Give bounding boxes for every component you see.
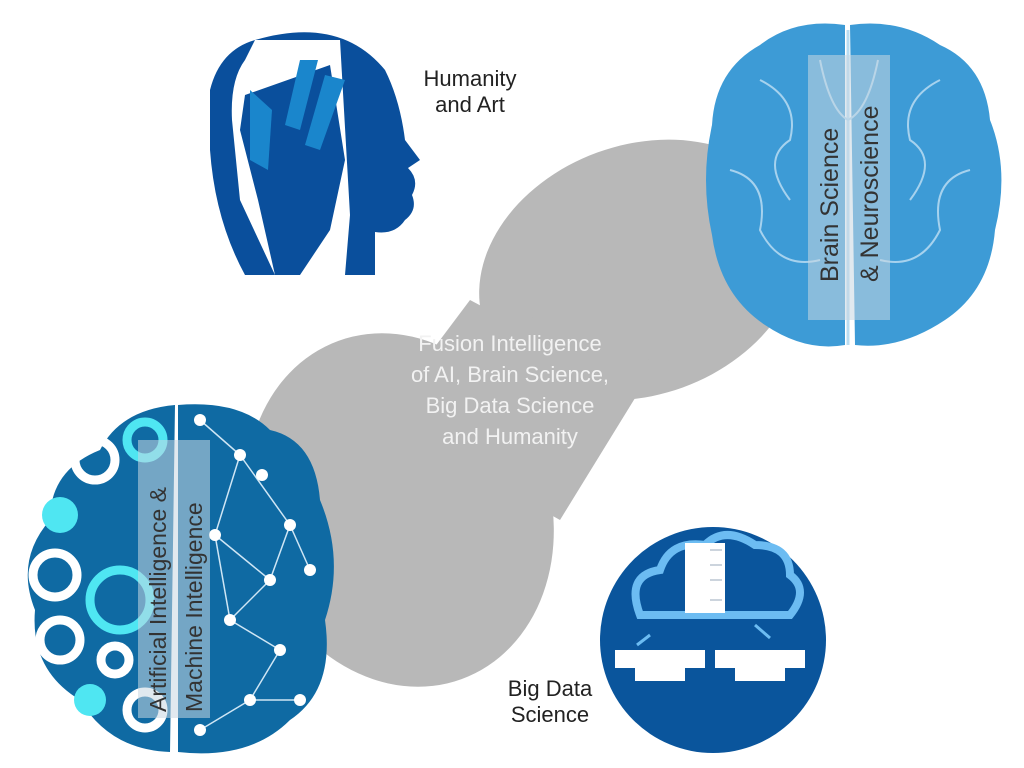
label-line: Machine Intelligence [181,502,207,712]
center-fusion-title: Fusion Intelligence of AI, Brain Science… [370,328,650,452]
center-line: and Humanity [442,424,578,449]
label-line: Artificial Intelligence & [145,487,171,712]
humanity-label: Humanity and Art [410,66,530,118]
big-data-label: Big Data Science [490,676,610,728]
label-line: and Art [435,92,505,117]
label-line: Humanity [423,66,517,91]
label-line: Science [510,702,590,727]
human-head-icon [210,32,420,275]
ai-label: Artificial Intelligence & Machine Intell… [140,487,212,712]
label-line: Brain Science [816,127,844,282]
brain-label-box [808,55,890,320]
label-line: Big Data [507,676,593,701]
brain-label: Brain Science & Neuroscience [810,106,890,282]
center-line: of AI, Brain Science, [410,362,610,387]
ai-label-box [138,440,210,718]
big-data-cloud-icon [600,527,826,753]
center-line: Fusion Intelligence [418,331,602,356]
center-line: Big Data Science [425,393,595,418]
label-line: & Neuroscience [856,105,884,282]
